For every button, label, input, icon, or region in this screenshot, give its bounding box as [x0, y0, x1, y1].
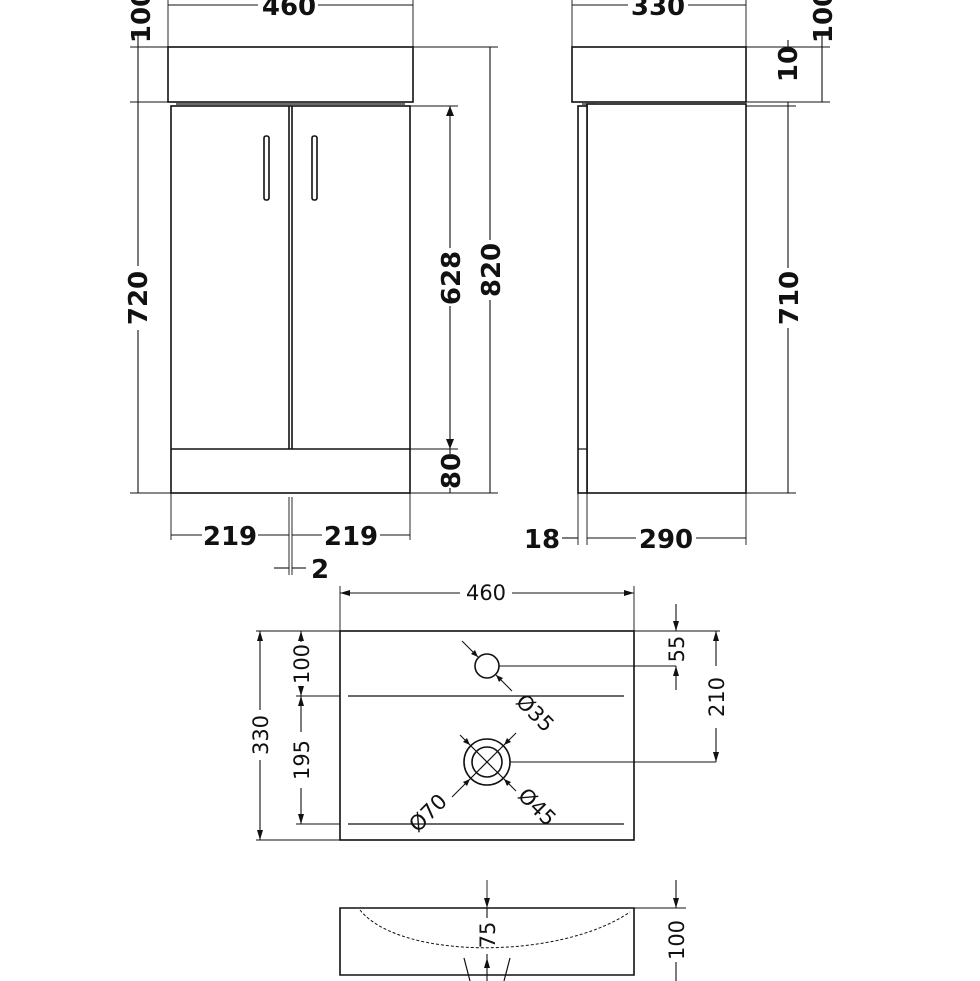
side-top-height-label: 100: [809, 0, 839, 43]
front-width-label: 460: [262, 0, 316, 22]
plinth-height-label: 80: [437, 453, 467, 489]
front-cabinet-body: [170, 105, 411, 494]
front-basin-top: [167, 46, 414, 103]
door-width-left-label: 219: [203, 522, 257, 552]
front-top-height-label: 100: [127, 0, 157, 43]
side-overhang-label: 10: [774, 46, 804, 82]
total-height-label: 820: [477, 243, 507, 297]
bowl-depth-label: 75: [476, 922, 500, 949]
door-height-label: 628: [437, 251, 467, 305]
side-cabinet-body: [586, 103, 747, 494]
basin-section-outline: [339, 907, 635, 976]
side-depth-label: 330: [631, 0, 685, 22]
front-view: 460 100 720 628 80 820: [124, 0, 507, 585]
basin-depth-label: 330: [249, 715, 273, 755]
basin-plan-view: Ø35 Ø70 Ø45 460 330 100 195: [249, 581, 729, 841]
side-body-height-label: 710: [775, 271, 805, 325]
side-body-depth-label: 290: [639, 525, 693, 555]
basin-width-label: 460: [466, 581, 506, 605]
door-handle-left: [263, 135, 270, 201]
basin-bowl-curve: [359, 909, 631, 949]
tap-offset-top-label: 100: [290, 644, 314, 684]
door-handle-right: [311, 135, 318, 201]
door-width-right-label: 219: [324, 522, 378, 552]
waste-offset-label: 210: [705, 677, 729, 717]
side-door-edge: [577, 105, 588, 494]
tap-to-waste-label: 195: [290, 740, 314, 780]
section-height-label: 100: [665, 920, 689, 960]
side-view: 330 100 10 710 18 290: [524, 0, 839, 555]
side-basin-top: [571, 46, 747, 103]
tap-hole: [474, 653, 500, 679]
door-gap-label: 2: [311, 555, 329, 585]
front-body-height-label: 720: [124, 271, 154, 325]
door-thickness-label: 18: [524, 525, 560, 555]
tap-offset-right-label: 55: [665, 636, 689, 663]
basin-section-view: 75 100: [339, 880, 689, 981]
